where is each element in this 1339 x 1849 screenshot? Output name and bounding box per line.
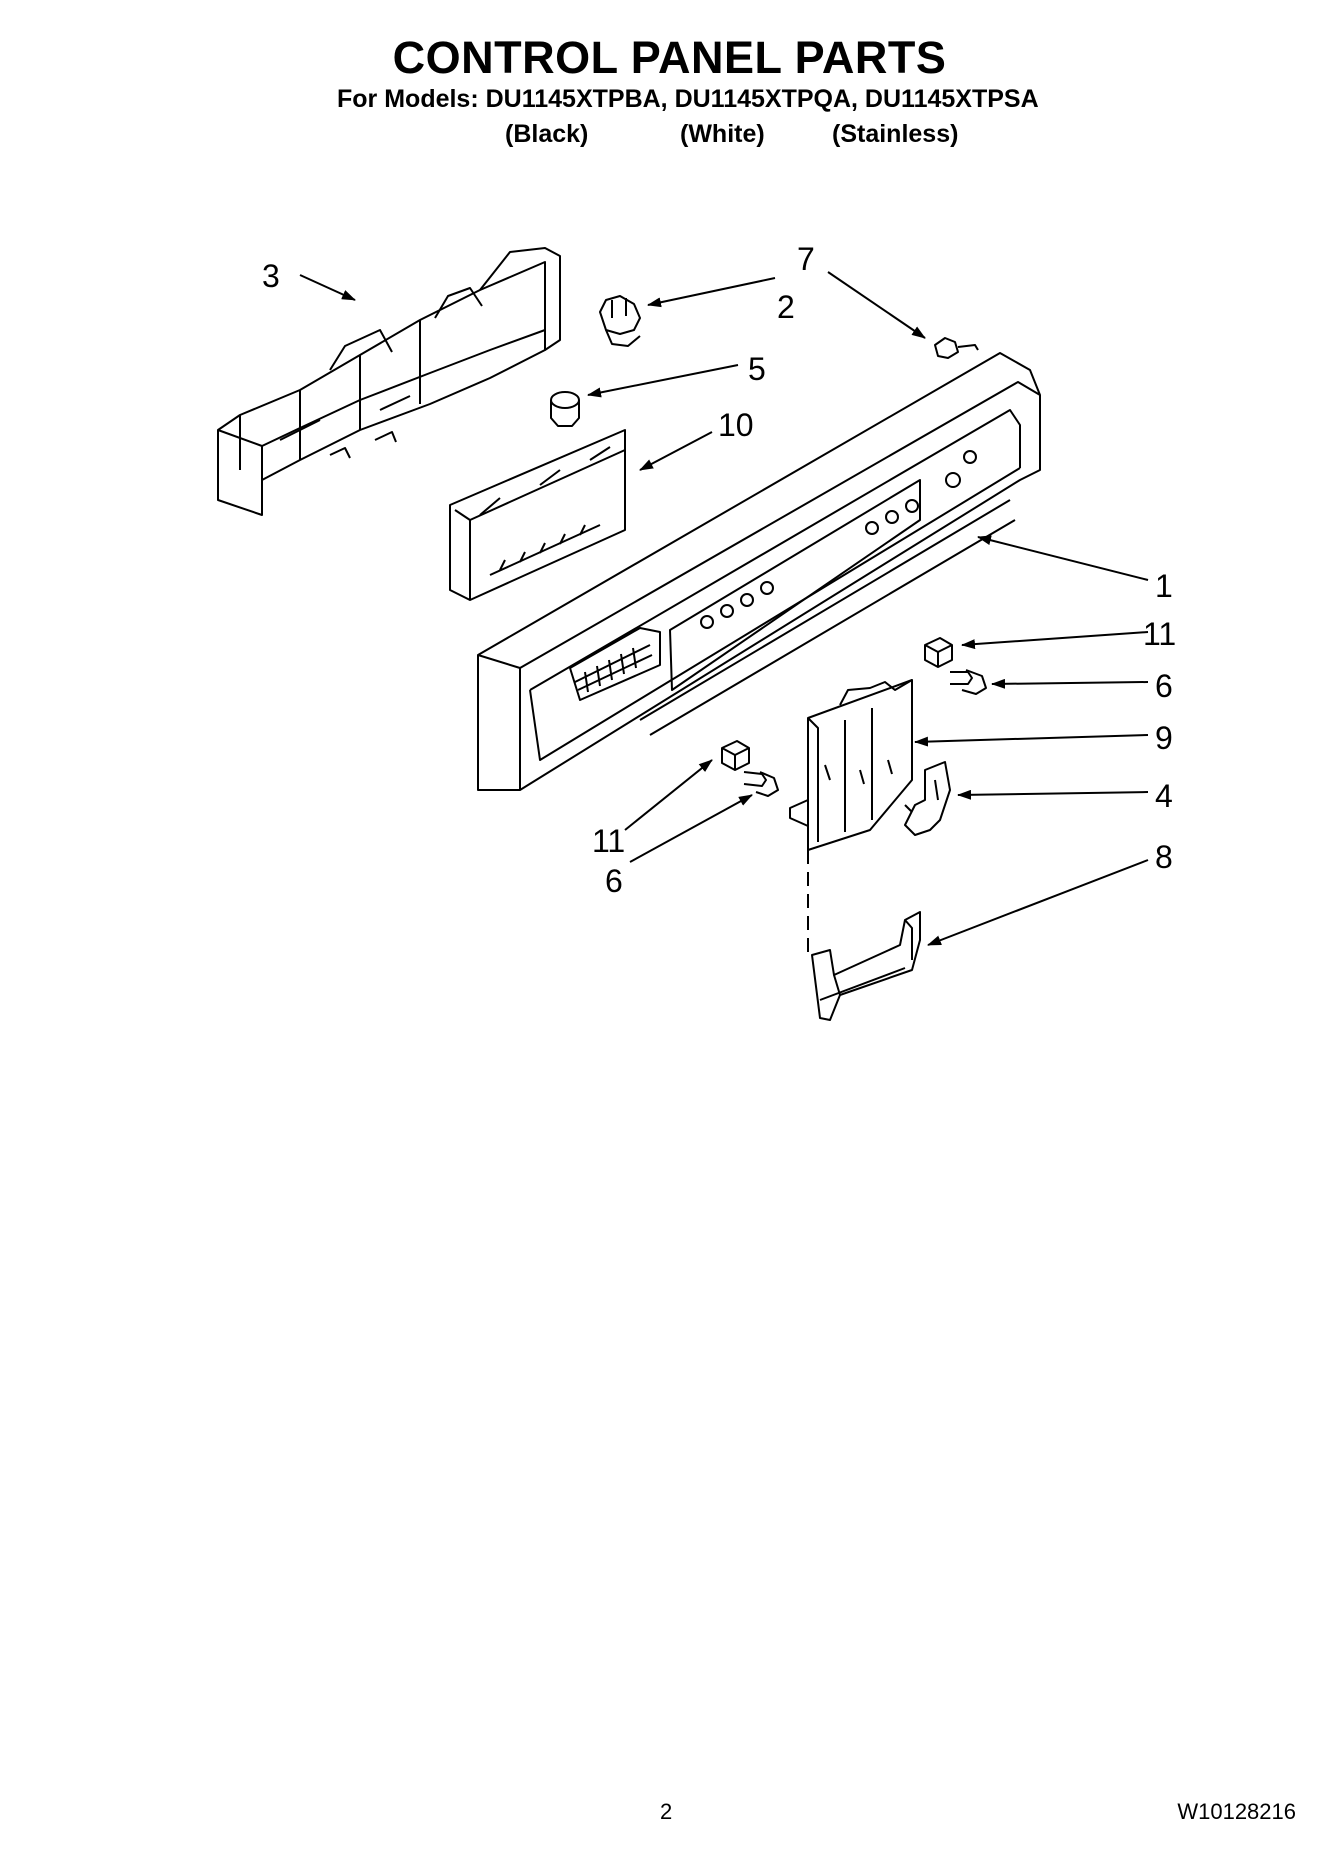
variant-black: (Black)	[505, 120, 589, 148]
callout-2: 2	[777, 289, 795, 325]
part-4-bracket	[904, 761, 951, 836]
part-7-screw	[934, 337, 979, 359]
callout-11-right: 11	[1143, 616, 1176, 652]
leader-lines	[299, 271, 1149, 946]
variant-stainless: (Stainless)	[832, 120, 959, 148]
callout-8: 8	[1155, 839, 1173, 875]
part-10-control-board	[449, 429, 626, 601]
callout-numbers: 3 7 2 5 10 1 11 6 9 4 11 6 8	[262, 241, 1176, 899]
callout-6-right: 6	[1155, 668, 1173, 704]
models-line: For Models: DU1145XTPBA, DU1145XTPQA, DU…	[337, 85, 1039, 113]
callout-1: 1	[1155, 568, 1173, 604]
page-number: 2	[660, 1799, 673, 1824]
callout-7: 7	[797, 241, 815, 277]
variant-white: (White)	[680, 120, 765, 148]
part-9-bracket	[789, 679, 913, 851]
callout-4: 4	[1155, 778, 1173, 814]
page-title: CONTROL PANEL PARTS	[392, 32, 947, 83]
part-11-clip-left	[721, 740, 750, 771]
callout-10: 10	[718, 407, 754, 443]
callout-11-left: 11	[592, 823, 625, 859]
document-number: W10128216	[1177, 1799, 1296, 1824]
callout-9: 9	[1155, 720, 1173, 756]
part-1-control-panel	[477, 352, 1041, 791]
callout-5: 5	[748, 351, 766, 387]
part-11-clip-right	[924, 637, 953, 668]
part-6-screw-right	[950, 669, 987, 695]
part-8-lower-bracket	[811, 911, 921, 1021]
part-3-housing	[217, 247, 561, 516]
part-6-screw-left	[743, 771, 779, 797]
callout-6-left: 6	[605, 863, 623, 899]
callout-3: 3	[262, 258, 280, 294]
part-5-cap	[550, 391, 580, 427]
part-2-clip	[599, 295, 641, 347]
